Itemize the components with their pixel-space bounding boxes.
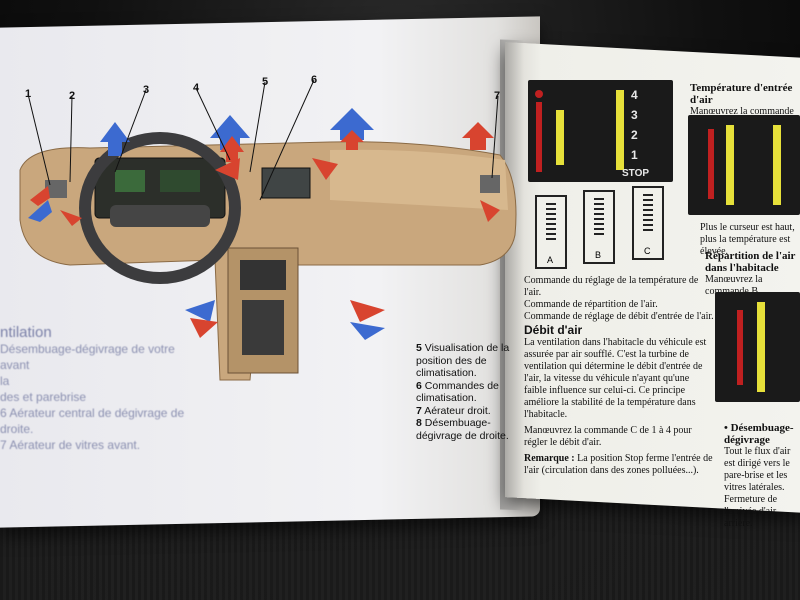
legend-item: 8 Désembuage-dégivrage de droite. <box>416 417 536 442</box>
slider-b: B <box>583 190 615 264</box>
left-page-blurred-text: ntilation Désembuage-dégivrage de votre … <box>0 325 190 453</box>
temperature-panel-diagram <box>688 115 800 215</box>
fan-level-4: 4 <box>631 88 638 102</box>
callout-3: 3 <box>143 84 149 96</box>
fan-level-1: 1 <box>631 148 638 162</box>
desembuage-text: Tout le flux d'air est dirigé vers le pa… <box>724 446 800 530</box>
distribution-slider <box>556 110 564 165</box>
repartition-section: Répartition de l'air dans l'habitacle Ma… <box>705 250 800 298</box>
callout-5: 5 <box>262 76 268 88</box>
debit-instruction: Manœuvrez la commande C de 1 à 4 pour ré… <box>524 425 714 449</box>
left-line: la <box>0 373 190 389</box>
legend-item: 6 Commandes de climatisation. <box>416 380 536 405</box>
slider-c: C <box>632 186 664 260</box>
caption-c: Commande de réglage de débit d'entrée de… <box>524 311 714 323</box>
legend-item: 5 Visualisation de la position des de cl… <box>416 342 536 380</box>
stop-label: STOP <box>622 168 649 179</box>
dashboard-legend: 5 Visualisation de la position des de cl… <box>416 342 536 442</box>
desembuage-section: • Désembuage-dégivrage Tout le flux d'ai… <box>724 422 800 530</box>
callout-6: 6 <box>311 74 317 86</box>
debit-text: La ventilation dans l'habitacle du véhic… <box>524 337 714 421</box>
callout-2: 2 <box>69 90 75 102</box>
caption-b: Commande de répartition de l'air. <box>524 299 714 311</box>
debit-title: Débit d'air <box>524 323 714 337</box>
left-line: des et parebrise <box>0 389 190 405</box>
left-heading: ntilation <box>0 325 190 341</box>
callout-1: 1 <box>25 88 31 100</box>
temp-title: Température d'entrée d'air <box>690 82 800 106</box>
left-line: Désembuage-dégivrage de votre avant <box>0 341 190 373</box>
right-page-middle-text: Commande du réglage de la température de… <box>524 275 714 477</box>
control-panel-diagram: 4 3 2 1 STOP <box>528 80 673 182</box>
fan-level-2: 2 <box>631 128 638 142</box>
temp-slider-track <box>536 102 542 172</box>
fan-slider <box>616 90 624 170</box>
left-line: 6 Aérateur central de dégivrage de <box>0 405 190 421</box>
left-line: 7 Aérateur de vitres avant. <box>0 437 190 453</box>
legend-item: 7 Aérateur droit. <box>416 405 536 418</box>
repartition-title: Répartition de l'air dans l'habitacle <box>705 250 800 274</box>
caption-a: Commande du réglage de la température de… <box>524 275 714 299</box>
temp-dot-hot <box>535 90 543 98</box>
callout-7: 7 <box>494 90 500 102</box>
fan-level-3: 3 <box>631 108 638 122</box>
desembuage-title: • Désembuage-dégivrage <box>724 422 800 446</box>
slider-a: A <box>535 195 567 269</box>
left-line: droite. <box>0 421 190 437</box>
callout-4: 4 <box>193 82 199 94</box>
repartition-panel-diagram <box>715 292 800 402</box>
remark-label: Remarque : <box>524 453 575 464</box>
